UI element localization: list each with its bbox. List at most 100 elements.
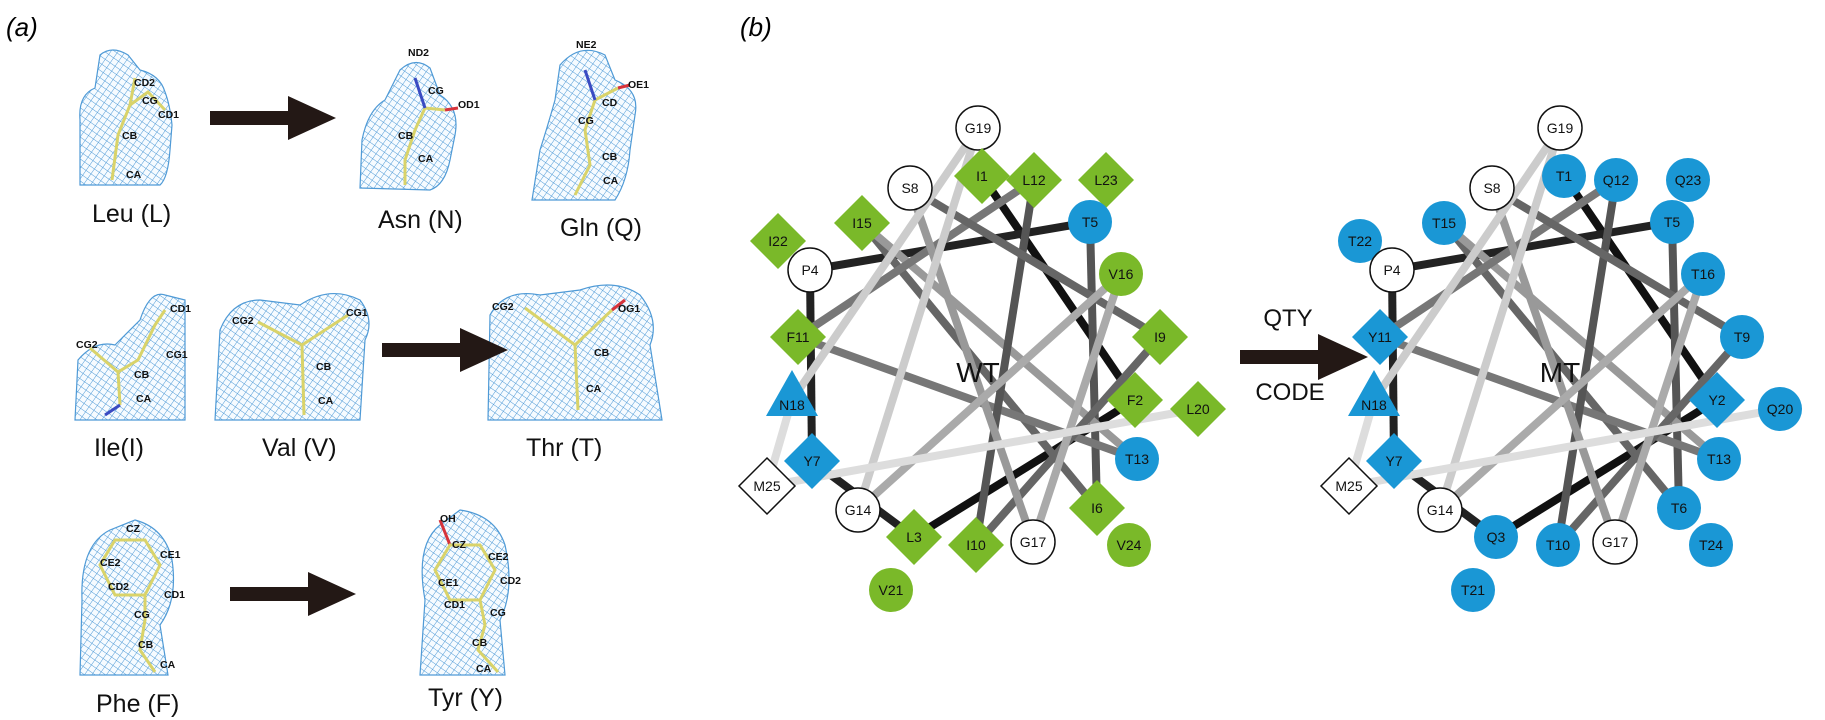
residue-node: M25 (1319, 456, 1379, 516)
wheel-spoke (1554, 179, 1620, 546)
atom-label: CG1 (346, 307, 368, 319)
residue-node: I6 (1069, 480, 1125, 536)
residue-node: L23 (1078, 152, 1134, 208)
residue-label: Q12 (1603, 172, 1630, 188)
atom-label: CA (318, 395, 334, 407)
residue-shape (1422, 201, 1466, 245)
atom-label: CD1 (170, 303, 191, 315)
wheel-spoke (854, 126, 982, 512)
residue-node: S8 (887, 165, 933, 211)
wheel-spoke (1377, 176, 1619, 341)
atom-label: CG2 (76, 339, 98, 351)
residue-shape (1352, 309, 1408, 365)
residue-shape (1369, 247, 1415, 293)
residue-label: L20 (1186, 401, 1210, 417)
residue-node: P4 (787, 247, 833, 293)
residue-node: I10 (948, 517, 1004, 573)
residue-node: I1 (954, 148, 1010, 204)
residue-shape (1170, 381, 1226, 437)
atom-label: CD1 (158, 109, 179, 121)
residue-shape (1657, 486, 1701, 530)
residue-name-leu: Leu (L) (92, 200, 171, 228)
residue-node: T1 (1542, 154, 1586, 198)
residue-shape (834, 195, 890, 251)
atom-label: CE2 (100, 557, 121, 569)
residue-node: G14 (1417, 487, 1463, 533)
residue-shape (750, 213, 806, 269)
wheel-spoke (1436, 126, 1564, 512)
atom-label: CB (398, 130, 414, 142)
atom-label: CA (476, 663, 492, 675)
residue-shape (1417, 487, 1463, 533)
residue-shape (955, 105, 1001, 151)
residue-label: S8 (1483, 180, 1500, 196)
residue-node: F11 (770, 309, 826, 365)
wheel-center-label: WT (956, 357, 1000, 388)
residue-label: G14 (1427, 502, 1454, 518)
residue-shape (1474, 515, 1518, 559)
atom-label: OE1 (628, 79, 649, 91)
wheel-spoke (1611, 272, 1707, 544)
residue-shape (1115, 437, 1159, 481)
residue-node: V24 (1107, 523, 1151, 567)
wheel-spoke (1391, 218, 1673, 274)
residue-label: F11 (786, 329, 809, 345)
residue-label: G19 (965, 120, 992, 136)
residue-label: L3 (906, 529, 922, 545)
residue-label: I10 (966, 537, 986, 553)
residue-node: G17 (1592, 519, 1638, 565)
wheel-center-label: MT (1540, 357, 1580, 388)
residue-label: T9 (1734, 329, 1751, 345)
residue-label: I9 (1154, 329, 1166, 345)
atom-label: CG1 (166, 349, 188, 361)
residue-node: G14 (835, 487, 881, 533)
atom-label: CG (134, 609, 150, 621)
atom-label: CE2 (488, 551, 509, 563)
residue-shape (1107, 523, 1151, 567)
residue-label: T1 (1556, 168, 1573, 184)
residue-node: I9 (1132, 309, 1188, 365)
atom-label: CZ (126, 523, 141, 535)
residue-node: G19 (1537, 105, 1583, 151)
wheel-spoke (766, 405, 1199, 490)
residue-name-phe: Phe (F) (96, 690, 179, 718)
panel-label-b: (b) (740, 12, 772, 42)
wheel-spoke (788, 125, 982, 403)
atom-label: OD1 (458, 99, 480, 111)
residue-shape (1069, 480, 1125, 536)
residue-label: V16 (1109, 266, 1134, 282)
atom-label: CA (418, 153, 434, 165)
residue-shape (784, 433, 840, 489)
residue-shape (1758, 387, 1802, 431)
atom-label: CG (142, 95, 158, 107)
arrow-val-to-thr (382, 328, 508, 372)
residue-shape (1542, 154, 1586, 198)
atom-label: CD (602, 97, 618, 109)
residue-label: T16 (1691, 266, 1715, 282)
atom-label: CD1 (444, 599, 465, 611)
residue-shape (1366, 433, 1422, 489)
residue-node: T15 (1422, 201, 1466, 245)
residue-label: Y11 (1368, 329, 1392, 345)
residue-shape (887, 165, 933, 211)
atom-label: CB (134, 369, 150, 381)
residue-label: I22 (768, 233, 788, 249)
atom-label: CG2 (232, 315, 254, 327)
residue-label: M25 (1335, 478, 1362, 494)
wheel-spoke (1560, 173, 1721, 403)
structure-thr: CG2 OG1 CB CA Thr (T) (487, 284, 663, 462)
residue-node: Q23 (1666, 158, 1710, 202)
residue-node: Y7 (784, 433, 840, 489)
wheel-spoke (1370, 125, 1564, 403)
residue-label: G17 (1020, 534, 1047, 550)
residue-shape (1720, 315, 1764, 359)
residue-label: V21 (879, 582, 904, 598)
residue-node: T16 (1681, 252, 1725, 296)
residue-label: T5 (1664, 214, 1681, 230)
residue-label: T22 (1348, 233, 1372, 249)
residue-label: T6 (1671, 500, 1688, 516)
atom-label: OH (440, 513, 456, 525)
arrow-phe-to-tyr (230, 572, 356, 616)
residue-label: G17 (1602, 534, 1629, 550)
